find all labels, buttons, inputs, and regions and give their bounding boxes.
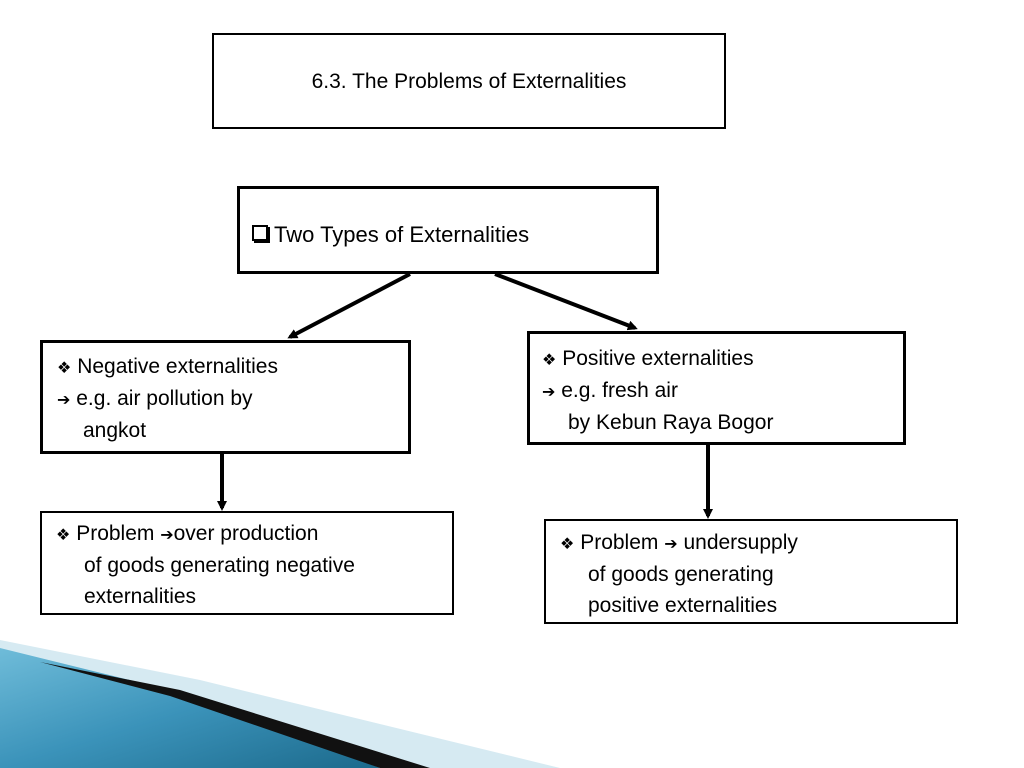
problem-negative-line-3: externalities — [84, 585, 197, 608]
diamond-bullet-icon: ❖ — [57, 358, 72, 377]
problem-positive-line-3: positive externalities — [588, 594, 778, 617]
negative-heading: Negative externalities — [77, 355, 278, 378]
arrow-right-icon: ➔ — [664, 534, 678, 553]
problem-positive-line-1: ❖ Problem ➔ undersupply — [560, 527, 956, 559]
arrow-types-to-positive — [494, 272, 638, 331]
positive-line-2: ➔ e.g. fresh air — [542, 375, 903, 407]
problem-positive-consequence: undersupply — [677, 531, 798, 554]
problem-positive-box: ❖ Problem ➔ undersupply of goods generat… — [544, 519, 958, 624]
types-heading-box: Two Types of Externalities — [237, 186, 659, 274]
positive-line-1: ❖ Positive externalities — [542, 343, 903, 375]
positive-example: e.g. fresh air — [561, 379, 678, 402]
positive-heading: Positive externalities — [562, 347, 754, 370]
negative-line-1: ❖ Negative externalities — [57, 351, 408, 383]
title-box: 6.3. The Problems of Externalities — [212, 33, 726, 129]
positive-externalities-box: ❖ Positive externalities ➔ e.g. fresh ai… — [527, 331, 906, 445]
problem-negative-label: Problem — [76, 522, 161, 545]
arrow-right-icon: ➔ — [57, 390, 71, 409]
problem-positive-line-2: of goods generating — [588, 563, 774, 586]
arrow-types-to-negative — [287, 272, 411, 339]
diamond-bullet-icon: ❖ — [542, 350, 557, 369]
positive-line-3: by Kebun Raya Bogor — [568, 411, 774, 434]
diamond-bullet-icon: ❖ — [560, 534, 575, 553]
negative-line-2: ➔ e.g. air pollution by — [57, 383, 408, 415]
problem-negative-line-1: ❖ Problem ➔over production — [56, 518, 452, 550]
problem-negative-box: ❖ Problem ➔over production of goods gene… — [40, 511, 454, 615]
negative-example: e.g. air pollution by — [76, 387, 253, 410]
negative-line-3: angkot — [83, 419, 147, 442]
problem-negative-line-2: of goods generating negative — [84, 554, 355, 577]
negative-externalities-box: ❖ Negative externalities ➔ e.g. air poll… — [40, 340, 411, 454]
problem-positive-label: Problem — [580, 531, 665, 554]
checkbox-bullet-icon — [252, 225, 268, 241]
arrow-right-icon: ➔ — [160, 525, 174, 544]
arrow-right-icon: ➔ — [542, 382, 556, 401]
swoosh-black-stripe — [40, 662, 430, 768]
swoosh-blue-band — [0, 648, 380, 768]
diamond-bullet-icon: ❖ — [56, 525, 71, 544]
page-title: 6.3. The Problems of Externalities — [311, 69, 627, 93]
types-heading: Two Types of Externalities — [274, 222, 530, 247]
problem-negative-consequence: over production — [173, 522, 319, 545]
decorative-swoosh — [0, 640, 560, 768]
